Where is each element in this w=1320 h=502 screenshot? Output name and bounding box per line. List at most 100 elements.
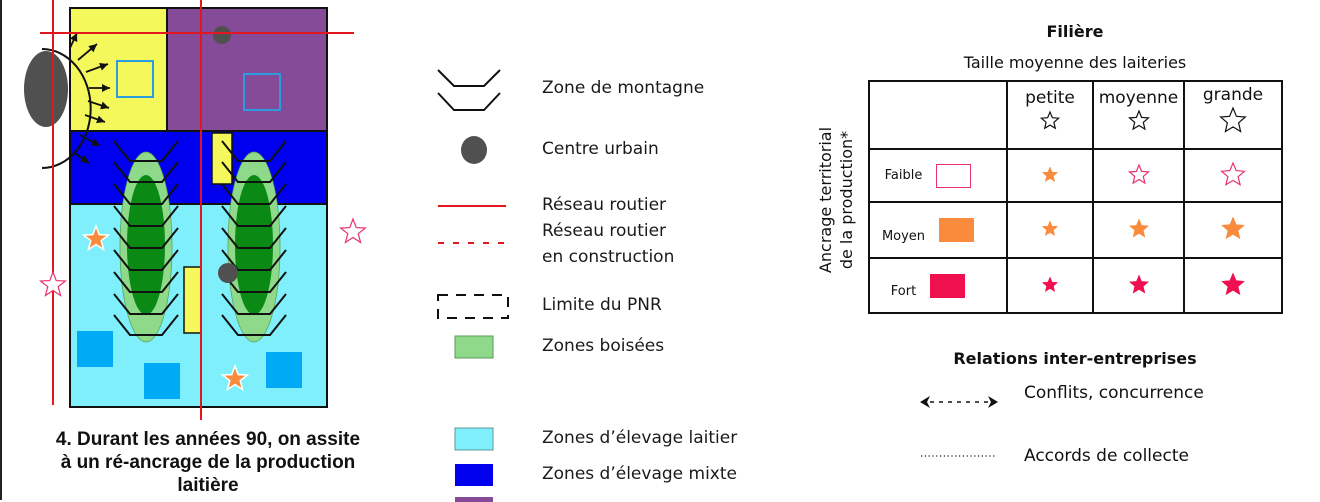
pnr-boundary-icon	[437, 294, 509, 319]
mixed-zone-swatch-icon	[455, 464, 493, 502]
dairy-zone-swatch-icon	[454, 427, 494, 451]
mountain-chevron	[113, 161, 179, 183]
urban-center	[213, 26, 231, 44]
star-outline-icon	[1039, 109, 1061, 130]
legend-label: Zones d’élevage laitier	[542, 428, 738, 448]
dotted-line-icon	[921, 455, 996, 457]
matrix-cell	[1183, 148, 1283, 203]
column-label: petite	[1025, 87, 1075, 108]
urban-center-large	[24, 51, 68, 127]
woodland-swatch-icon	[454, 335, 494, 359]
urban-center-icon	[461, 136, 487, 164]
mountain-chevron	[221, 227, 287, 249]
mountain-chevron	[113, 293, 179, 315]
anchoring-axis-label: Ancrage territorial de la production*	[815, 84, 865, 316]
arrow-head-icon	[100, 101, 109, 110]
mountain-chevron	[221, 205, 287, 227]
arrow-head-icon	[96, 115, 105, 124]
dairy-plant-outline	[243, 73, 281, 111]
arrow-head-icon	[102, 84, 110, 92]
star-filled-icon	[1128, 218, 1149, 238]
axis-label-line: de la production*	[837, 130, 856, 270]
matrix-cell	[1006, 148, 1094, 203]
matrix-cell	[1183, 257, 1283, 314]
mountain-chevron	[221, 161, 287, 183]
col-header-petite: petite	[1006, 80, 1094, 150]
urban-expansion-arc	[41, 48, 92, 169]
road-construction-icon	[438, 242, 506, 244]
star-outline-icon	[338, 217, 368, 244]
arrow-head-icon	[88, 44, 97, 53]
mountain-chevron	[113, 227, 179, 249]
matrix-row-fort: Fort	[868, 257, 1283, 314]
row-header: Faible	[868, 148, 1008, 203]
star-filled-icon	[81, 223, 111, 252]
legend-item-road-construction: Réseau routier en construction	[436, 220, 796, 272]
star-filled-icon	[220, 363, 250, 392]
legend-item-dairy-zone: Zones d’élevage laitier	[436, 426, 796, 466]
column-label: moyenne	[1098, 87, 1179, 108]
arrow-head-icon	[99, 62, 108, 71]
arrow-head-icon	[69, 33, 78, 42]
star-outline-icon	[1220, 160, 1246, 186]
dairy-plant	[77, 331, 113, 367]
anchoring-swatch	[936, 163, 972, 188]
legend-label: Zone de montagne	[542, 78, 705, 98]
star-filled-icon	[1220, 216, 1246, 240]
row-header: Moyen	[868, 201, 1008, 259]
star-outline-icon	[38, 270, 68, 297]
dairy-plant	[266, 352, 302, 388]
road-network-icon	[438, 205, 506, 207]
dairy-plant-outline	[116, 60, 154, 98]
mountain-chevron	[113, 249, 179, 271]
legend-label: en construction	[542, 247, 675, 267]
anchoring-swatch	[930, 273, 966, 298]
star-outline-icon	[1127, 108, 1150, 130]
filiere-matrix: petite moyenne grande Faible Moyen Fort	[868, 80, 1283, 314]
matrix-corner-cell	[868, 80, 1008, 150]
relation-label: Conflits, concurrence	[1024, 383, 1204, 403]
map-frame	[69, 7, 328, 408]
yellow-zone	[70, 8, 167, 131]
matrix-header-row: petite moyenne grande	[868, 80, 1283, 150]
urban-center	[218, 263, 238, 283]
arrow-head-icon	[80, 155, 89, 163]
legend-label: Limite du PNR	[542, 295, 662, 315]
yellow-strip	[183, 266, 202, 334]
legend-item-woodland: Zones boisées	[436, 334, 796, 374]
matrix-cell	[1006, 257, 1094, 314]
dairy-plant	[144, 363, 180, 399]
matrix-cell	[1092, 148, 1185, 203]
legend-label: Réseau routier	[542, 195, 667, 215]
mountain-chevron	[221, 249, 287, 271]
legend-item-pnr: Limite du PNR	[436, 292, 796, 332]
caption-line: à un ré-ancrage de la production	[60, 452, 356, 473]
column-label: grande	[1202, 84, 1264, 105]
legend-label: Réseau routier	[542, 221, 667, 241]
col-header-grande: grande	[1183, 80, 1283, 150]
axis-label-line: Ancrage territorial	[816, 126, 835, 274]
legend-item-road: Réseau routier	[436, 194, 796, 234]
legend-item-urban: Centre urbain	[436, 136, 796, 176]
mountain-zone-icon	[437, 69, 501, 111]
mountain-chevron	[113, 314, 179, 336]
star-outline-icon	[1127, 162, 1150, 184]
mountain-chevron	[221, 183, 287, 205]
row-header: Fort	[868, 257, 1008, 314]
matrix-cell	[1092, 257, 1185, 314]
matrix-row-moyen: Moyen	[868, 201, 1283, 259]
star-filled-icon	[1041, 165, 1059, 182]
mountain-chevron	[221, 314, 287, 336]
matrix-cell	[1092, 201, 1185, 259]
mountain-chevron	[221, 140, 287, 162]
legend-label: Zones d’élevage mixte	[542, 464, 737, 484]
filiere-subtitle: Taille moyenne des laiteries	[963, 53, 1187, 72]
legend-label: Centre urbain	[542, 139, 659, 159]
mixed-livestock-zone	[70, 131, 327, 204]
relation-label: Accords de collecte	[1024, 446, 1189, 466]
row-label: Moyen	[881, 228, 926, 244]
legend-label: Zones boisées	[542, 336, 665, 356]
filiere-title: Filière	[1046, 22, 1104, 41]
star-filled-icon	[1128, 273, 1149, 294]
caption-line: 4. Durant les années 90, on assite	[55, 429, 361, 450]
